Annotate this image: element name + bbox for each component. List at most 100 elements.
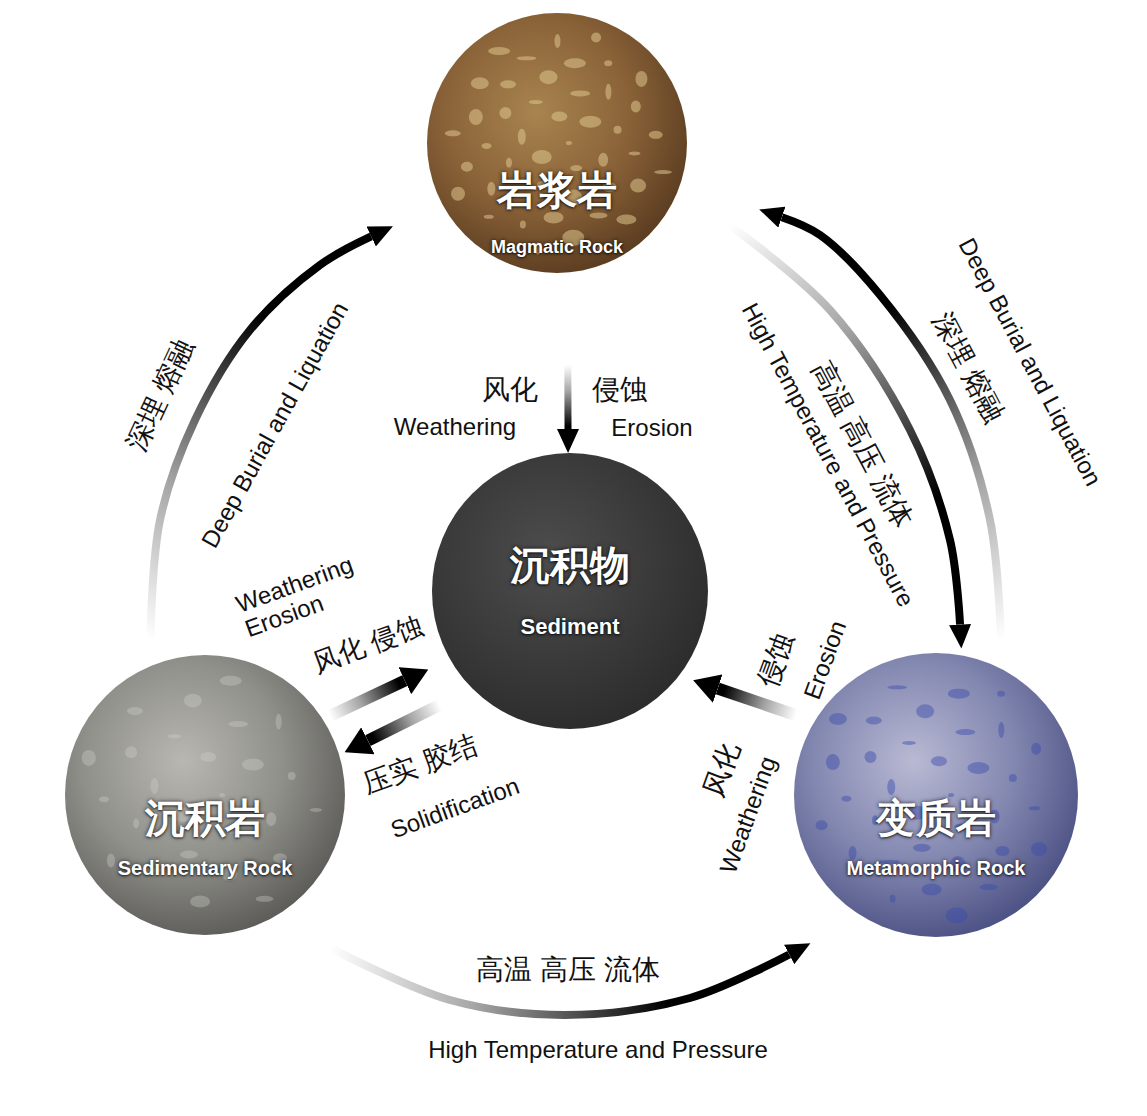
rock-grain [635, 71, 647, 87]
rock-grain [955, 729, 975, 735]
rock-grain [614, 126, 622, 134]
rock-grain [629, 151, 641, 155]
rock-grain [1031, 743, 1041, 755]
rock-grain [826, 754, 840, 770]
rock-grain [1031, 842, 1047, 856]
rock-disc [65, 655, 345, 935]
rock-grain [997, 691, 1005, 697]
rock-grain [539, 70, 557, 84]
rock-name-english: Sediment [520, 615, 619, 639]
rock-grain [151, 778, 159, 794]
process-label: Weathering Erosion [233, 542, 392, 642]
rock-grain [481, 143, 491, 149]
process-label: High Temperature and Pressure [428, 1037, 768, 1063]
rock-grain [967, 762, 989, 774]
rock-grain [570, 90, 590, 96]
rock-grain [931, 756, 947, 766]
rock-texture [427, 13, 687, 273]
rock-grain [554, 34, 560, 48]
rock-grain [913, 844, 931, 852]
rock-circle: 沉积物Sediment [432, 453, 708, 729]
rock-texture [65, 655, 345, 935]
rock-grain [544, 211, 564, 223]
edge-label: 高温 高压 流体 [476, 955, 660, 985]
rock-grain [866, 717, 882, 725]
rock-grain [902, 741, 916, 745]
rock-grain [99, 796, 109, 802]
rock-grain [228, 721, 248, 727]
rock-grain [242, 759, 264, 771]
rock-grain [948, 689, 970, 699]
rock-grain [816, 820, 828, 830]
rock-grain [484, 215, 494, 219]
cycle-arrow [368, 705, 440, 741]
rock-grain [499, 107, 511, 119]
rock-grain [922, 884, 942, 896]
rock-grain [649, 131, 663, 139]
rock-grains [82, 676, 322, 908]
rock-grain [266, 812, 276, 826]
rock-grain [532, 150, 552, 164]
rock-disc [432, 453, 708, 729]
rock-grain [1028, 806, 1040, 810]
rock-grain [190, 896, 210, 908]
rock-grain [591, 32, 601, 42]
rock-grain [590, 212, 608, 218]
rock-name: 沉积岩 [145, 796, 265, 840]
rock-name: 岩浆岩 [497, 168, 617, 212]
edge-label: 风化 [482, 375, 538, 405]
rock-disc [794, 653, 1078, 937]
rock-grain [946, 907, 968, 923]
rock-grain [310, 808, 322, 812]
rock-grain [564, 58, 586, 68]
rock-grain [598, 153, 608, 167]
rock-grain [998, 722, 1004, 738]
rock-grain [551, 111, 567, 121]
cycle-arrow [730, 225, 961, 625]
rock-grain [654, 170, 672, 174]
rock-grains [816, 685, 1047, 923]
rock-name: 变质岩 [876, 796, 996, 840]
rock-name-english: Metamorphic Rock [847, 857, 1026, 879]
process-label: Erosion [611, 415, 692, 441]
rock-grain [579, 116, 601, 128]
process-label: Deep Burial and Liquation [197, 298, 354, 552]
rock-grain [517, 56, 537, 60]
rock-grain [529, 100, 543, 104]
rock-grain [518, 129, 526, 145]
rock-grain [841, 796, 851, 802]
rock-grain [82, 750, 96, 766]
rock-grain [829, 713, 847, 725]
rock-grain [1009, 774, 1017, 782]
process-label: High Temperature and Pressure [737, 299, 919, 611]
rock-grain [469, 109, 483, 125]
rock-grain [887, 779, 895, 795]
rock-grain [887, 685, 907, 689]
rock-grain [506, 158, 512, 168]
rock-grains [445, 32, 672, 254]
rock-grain [488, 47, 510, 55]
rock-name-english: Magmatic Rock [491, 238, 623, 258]
process-label: 侵蚀 [592, 375, 648, 405]
rock-grain [276, 714, 282, 730]
rock-grain [890, 895, 896, 903]
rock-name-english: Sedimentary Rock [118, 857, 293, 879]
rock-circle: 沉积岩 Sedimentary Rock [65, 655, 345, 935]
cycle-arrow [330, 681, 405, 716]
rock-grain [255, 896, 273, 902]
rock-texture [794, 653, 1078, 937]
edge-label: 风化 侵蚀 [309, 612, 428, 679]
rock-grain [604, 60, 612, 66]
rock-grain [605, 84, 611, 100]
rock-grain [996, 846, 1010, 856]
edge-label: 侵蚀 [752, 629, 800, 692]
rock-grain [107, 853, 115, 867]
process-label: Weathering [394, 414, 516, 440]
rock-grain [471, 77, 489, 89]
rock-grain [520, 221, 526, 229]
rock-circle: 变质岩 Metamorphic Rock [794, 653, 1078, 937]
rock-grain [445, 130, 461, 136]
rock-grain [184, 694, 202, 708]
rock-grain [168, 734, 182, 738]
